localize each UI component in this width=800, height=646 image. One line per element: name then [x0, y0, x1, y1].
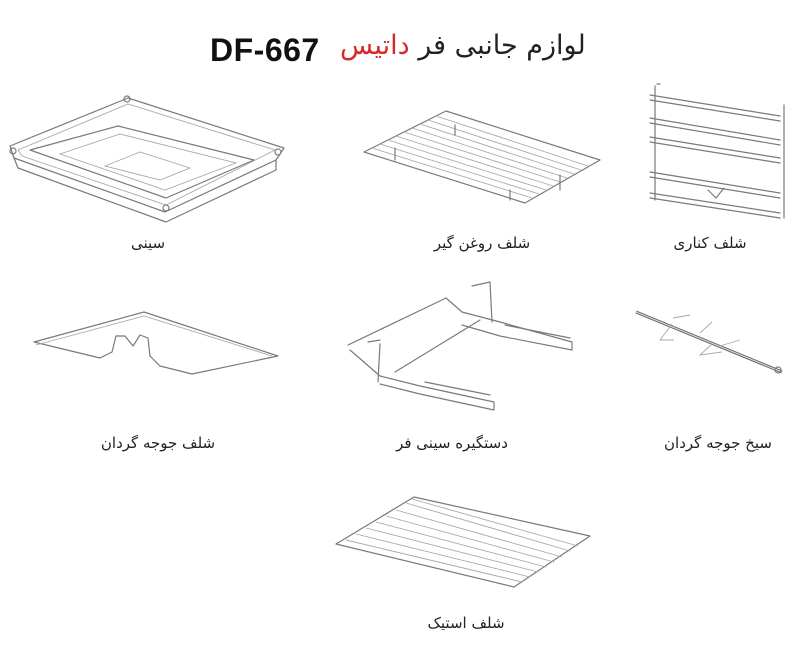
item-label: شلف روغن گیر: [433, 234, 531, 252]
page-title: DF-667 لوازم جانبی فر داتیس: [0, 28, 800, 74]
item-label: شلف کناری: [673, 234, 747, 252]
item-label: شلف جوجه گردان: [100, 434, 216, 452]
item-label: دستگیره سینی فر: [396, 434, 508, 452]
item-label: سینی: [130, 234, 166, 252]
title-prefix: لوازم جانبی فر: [418, 30, 586, 61]
item-label: سیخ جوجه گردان: [664, 434, 772, 452]
model-number: DF-667: [210, 32, 320, 68]
brand-name: داتیس: [340, 30, 410, 61]
title-text: لوازم جانبی فر داتیس: [340, 30, 586, 61]
item-label: شلف استیک: [427, 614, 505, 632]
